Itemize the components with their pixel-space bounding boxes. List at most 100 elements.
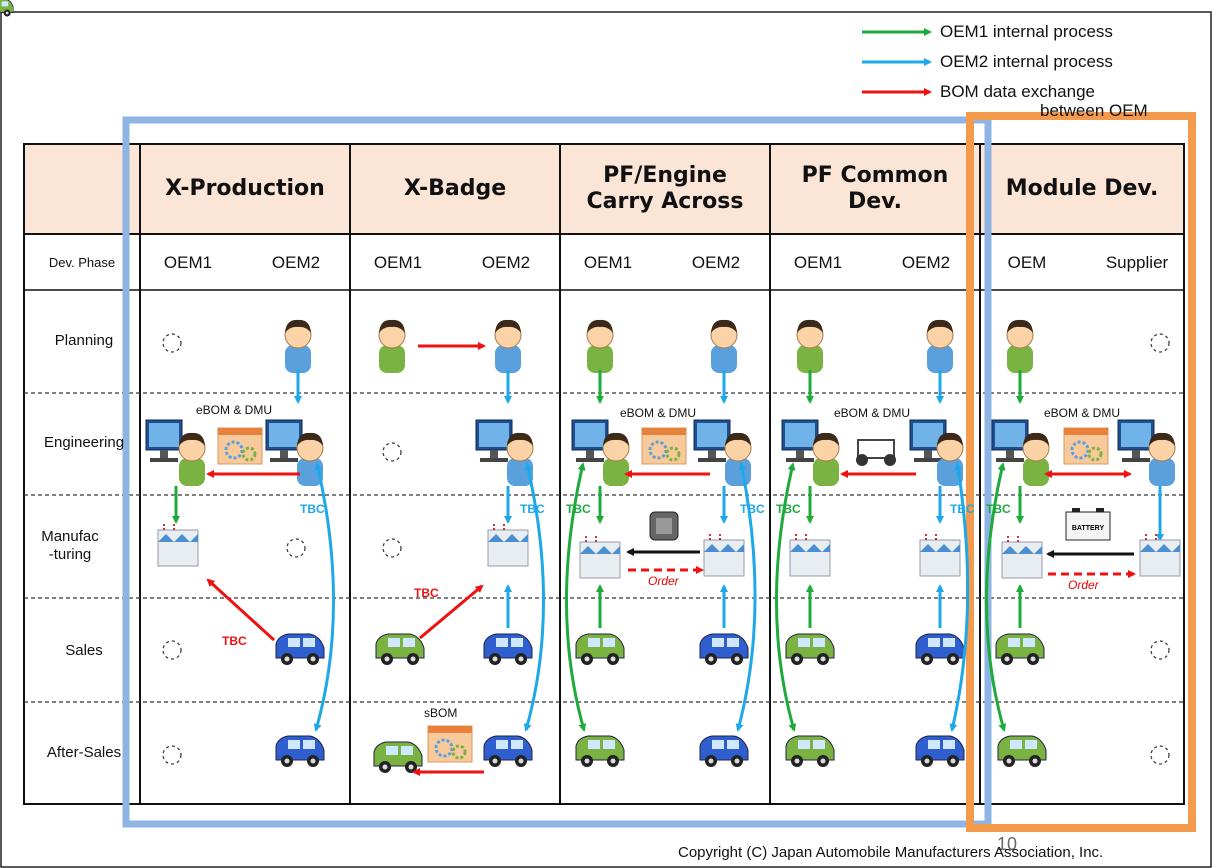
person-icon — [178, 432, 206, 486]
subheader-oem1-c4: OEM1 — [793, 253, 843, 272]
tbc-label-c5: TBC — [986, 502, 1011, 516]
person-icon — [494, 319, 522, 373]
car-icon — [915, 735, 965, 767]
column-title-x-production: X-Production — [165, 176, 325, 202]
placeholder-circle — [1150, 745, 1170, 765]
placeholder-circle — [162, 640, 182, 660]
subheader-supplier-c5: Supplier — [1105, 253, 1169, 272]
tbc-label-c3-left: TBC — [566, 502, 591, 516]
orange-highlight-frame — [966, 112, 1196, 832]
order-label-c5: Order — [1068, 578, 1099, 592]
car-icon — [995, 633, 1045, 665]
bom-arrow — [206, 578, 276, 642]
column-title-module-dev: Module Dev. — [1005, 176, 1159, 202]
placeholder-circle — [382, 442, 402, 462]
person-icon — [796, 319, 824, 373]
tbc-label-c4-left: TBC — [776, 502, 801, 516]
placeholder-circle — [1150, 640, 1170, 660]
person-icon — [1022, 432, 1050, 486]
ebom-label-c3: eBOM & DMU — [620, 406, 697, 420]
ebom-label-c1: eBOM & DMU — [196, 403, 273, 417]
phase-after-sales: After-Sales — [46, 744, 122, 761]
phase-planning: Planning — [54, 332, 114, 349]
chassis-icon — [856, 439, 896, 466]
placeholder-circle — [286, 538, 306, 558]
placeholder-circle — [1150, 333, 1170, 353]
phase-engineering: Engineering — [43, 434, 125, 451]
order-label-c3: Order — [648, 574, 679, 588]
subheader-oem1-c2: OEM1 — [373, 253, 423, 272]
subheader-oem-c5: OEM — [1007, 253, 1047, 272]
car-icon — [785, 735, 835, 767]
column-title-x-badge: X-Badge — [403, 176, 507, 202]
legend-item-oem1: OEM1 internal process — [940, 22, 1113, 41]
factory-icon — [157, 522, 199, 567]
person-icon — [284, 319, 312, 373]
factory-icon — [919, 532, 961, 577]
placeholder-circle — [382, 538, 402, 558]
car-icon — [483, 633, 533, 665]
table-frame — [23, 143, 1185, 805]
car-icon — [575, 735, 625, 767]
subheader-oem1-c3: OEM1 — [583, 253, 633, 272]
subheader-oem1-c1: OEM1 — [163, 253, 213, 272]
person-icon — [586, 319, 614, 373]
phase-sales: Sales — [65, 642, 103, 659]
car-icon — [785, 633, 835, 665]
car-icon — [483, 735, 533, 767]
ebom-label-c5: eBOM & DMU — [1044, 406, 1121, 420]
tbc-label-c3-right: TBC — [740, 502, 765, 516]
subheader-oem2-c1: OEM2 — [271, 253, 321, 272]
tbc-label-c1-red: TBC — [222, 634, 247, 648]
blue-highlight-frame — [122, 116, 992, 828]
tbc-label-c1: TBC — [300, 502, 325, 516]
subheader-oem2-c2: OEM2 — [481, 253, 531, 272]
computer-icon — [781, 419, 819, 462]
car-icon — [373, 741, 423, 773]
person-icon — [724, 432, 752, 486]
computer-icon — [1117, 419, 1155, 462]
svg-text:BATTERY: BATTERY — [1072, 525, 1105, 532]
subheader-oem2-c4: OEM2 — [901, 253, 951, 272]
bom-document-icon — [1063, 427, 1109, 465]
car-icon — [275, 633, 325, 665]
car-icon — [915, 633, 965, 665]
legend-overflow-text: between OEM — [1040, 104, 1148, 116]
placeholder-circle — [162, 745, 182, 765]
person-icon — [1006, 319, 1034, 373]
battery-icon: BATTERY — [1065, 508, 1111, 541]
person-icon — [378, 319, 406, 373]
computer-icon — [991, 419, 1029, 462]
car-icon — [575, 633, 625, 665]
person-icon — [710, 319, 738, 373]
person-icon — [926, 319, 954, 373]
oem2-curved-arrow — [735, 462, 757, 732]
phase-manufacturing: Manufac-turing — [41, 528, 99, 563]
bom-document-icon — [641, 427, 687, 465]
factory-icon — [789, 532, 831, 577]
ebom-label-c4: eBOM & DMU — [834, 406, 911, 420]
factory-icon — [579, 534, 621, 579]
subheader-oem2-c3: OEM2 — [691, 253, 741, 272]
copyright-footer: Copyright (C) Japan Automobile Manufactu… — [678, 844, 1104, 861]
page-number: 10 — [997, 834, 1018, 854]
oem1-curved-arrow — [984, 462, 1007, 732]
car-icon — [375, 633, 425, 665]
factory-icon — [703, 532, 745, 577]
person-icon — [812, 432, 840, 486]
oem1-curved-arrow — [774, 462, 797, 732]
bom-arrow — [419, 584, 484, 640]
slide-border — [0, 11, 1212, 868]
person-icon — [1148, 432, 1176, 486]
sbom-label: sBOM — [424, 706, 458, 720]
computer-icon — [571, 419, 609, 462]
car-icon — [275, 735, 325, 767]
car-icon — [699, 633, 749, 665]
bom-document-icon — [217, 427, 263, 465]
oem1-curved-arrow — [564, 462, 587, 732]
person-icon — [602, 432, 630, 486]
bom-document-icon — [427, 725, 473, 763]
column-title-pf-engine: PF/Engine Carry Across — [586, 163, 744, 214]
